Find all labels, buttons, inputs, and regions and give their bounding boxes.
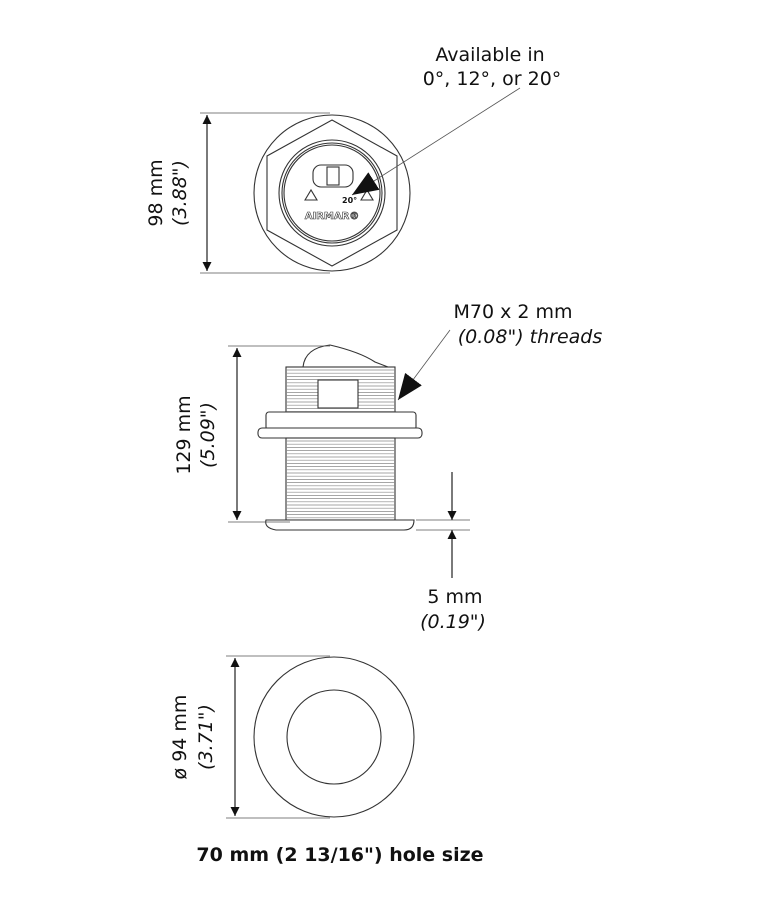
dim-5-09in: (5.09") bbox=[197, 402, 219, 468]
sensor-face bbox=[283, 144, 381, 242]
dim-98mm: 98 mm bbox=[145, 159, 167, 226]
dim-3-71in: (3.71") bbox=[195, 704, 217, 770]
callout-angles: 0°, 12°, or 20° bbox=[423, 68, 562, 90]
hole-outline bbox=[286, 689, 382, 785]
side-view: 129 mm (5.09") M70 x 2 mm (0.08") thread… bbox=[173, 301, 602, 633]
callout-available: Available in bbox=[435, 44, 544, 66]
dim-3-88in: (3.88") bbox=[169, 160, 191, 226]
lower-threads bbox=[285, 437, 396, 521]
top-view: 20° AIRMAR® 98 mm (3.88") Available in 0… bbox=[145, 44, 562, 274]
bottom-view: ø 94 mm (3.71") 70 mm (2 13/16") hole si… bbox=[169, 655, 484, 866]
paddle-window bbox=[317, 379, 359, 409]
dim-0-19in: (0.19") bbox=[420, 611, 486, 633]
callout-thread-size: M70 x 2 mm bbox=[453, 301, 572, 323]
angle-mark: 20° bbox=[342, 196, 357, 205]
airmar-logo: AIRMAR® bbox=[305, 211, 360, 222]
hull-nut-collar bbox=[265, 411, 417, 431]
thread-callout-arrow bbox=[397, 329, 451, 401]
hole-size-caption: 70 mm (2 13/16") hole size bbox=[196, 844, 483, 866]
dim-94mm: ø 94 mm bbox=[169, 695, 191, 780]
sensor-dome bbox=[302, 344, 389, 368]
dim-5mm: 5 mm bbox=[427, 586, 482, 608]
callout-arrow bbox=[351, 87, 521, 196]
flange bbox=[265, 519, 415, 531]
callout-thread-pitch: (0.08") threads bbox=[458, 326, 603, 348]
dim-129mm: 129 mm bbox=[173, 395, 195, 474]
